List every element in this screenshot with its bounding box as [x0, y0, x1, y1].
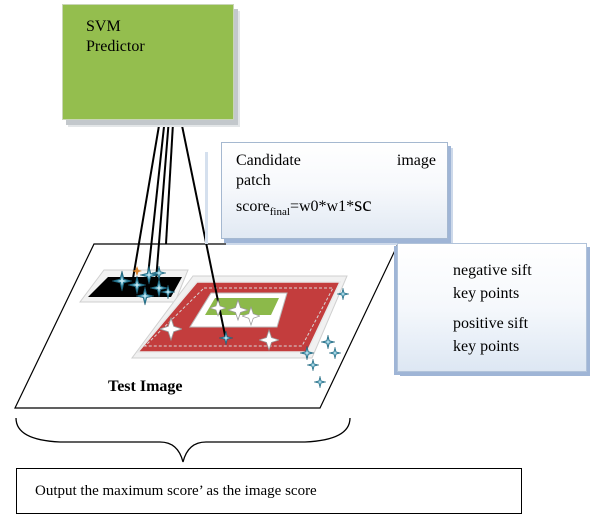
score-subscript: final [269, 206, 290, 219]
legend-negative-label: negative sift key points [453, 259, 583, 305]
candidate-line1: Candidate image [236, 151, 436, 171]
legend-positive-line1: positive sift [453, 315, 529, 332]
image-word: image [396, 152, 436, 169]
legend-negative-line1: negative sift [453, 262, 532, 279]
arrow-4 [165, 100, 180, 245]
candidate-patch-text: Candidate image patch scorefinal=w0*w1*s… [236, 151, 436, 220]
arrow-1 [129, 102, 167, 297]
score-prefix: score [236, 198, 270, 215]
candidate-line2: patch [236, 172, 271, 189]
candidate-accent-strip [205, 152, 208, 244]
legend-positive-line2: key points [453, 338, 520, 356]
negative-keypoint-icon [132, 266, 142, 276]
output-box: Output the maximum score’ as the image s… [16, 468, 522, 514]
output-text: Output the maximum score’ as the image s… [35, 483, 317, 499]
svm-predictor-label: SVM Predictor [86, 17, 145, 57]
legend-positive-label: positive sift key points [453, 312, 583, 358]
legend-box: negative sift key points positive sift k… [397, 243, 587, 372]
score-tail: sc [354, 192, 372, 216]
test-image-label: Test Image [108, 378, 183, 395]
score-formula-body: =w0*w1* [289, 198, 355, 215]
score-formula: scorefinal=w0*w1*sc [236, 191, 436, 220]
candidate-word: Candidate [236, 152, 301, 169]
candidate-patch-box: Candidate image patch scorefinal=w0*w1*s… [221, 142, 448, 239]
output-brace [15, 417, 351, 463]
arrow-3 [154, 100, 176, 294]
legend-negative-line2: key points [453, 285, 520, 303]
svm-title-line2: Predictor [86, 38, 145, 55]
svm-predictor-box: SVM Predictor [62, 4, 234, 120]
arrow-2 [145, 102, 172, 295]
svm-title-line1: SVM [86, 18, 121, 35]
